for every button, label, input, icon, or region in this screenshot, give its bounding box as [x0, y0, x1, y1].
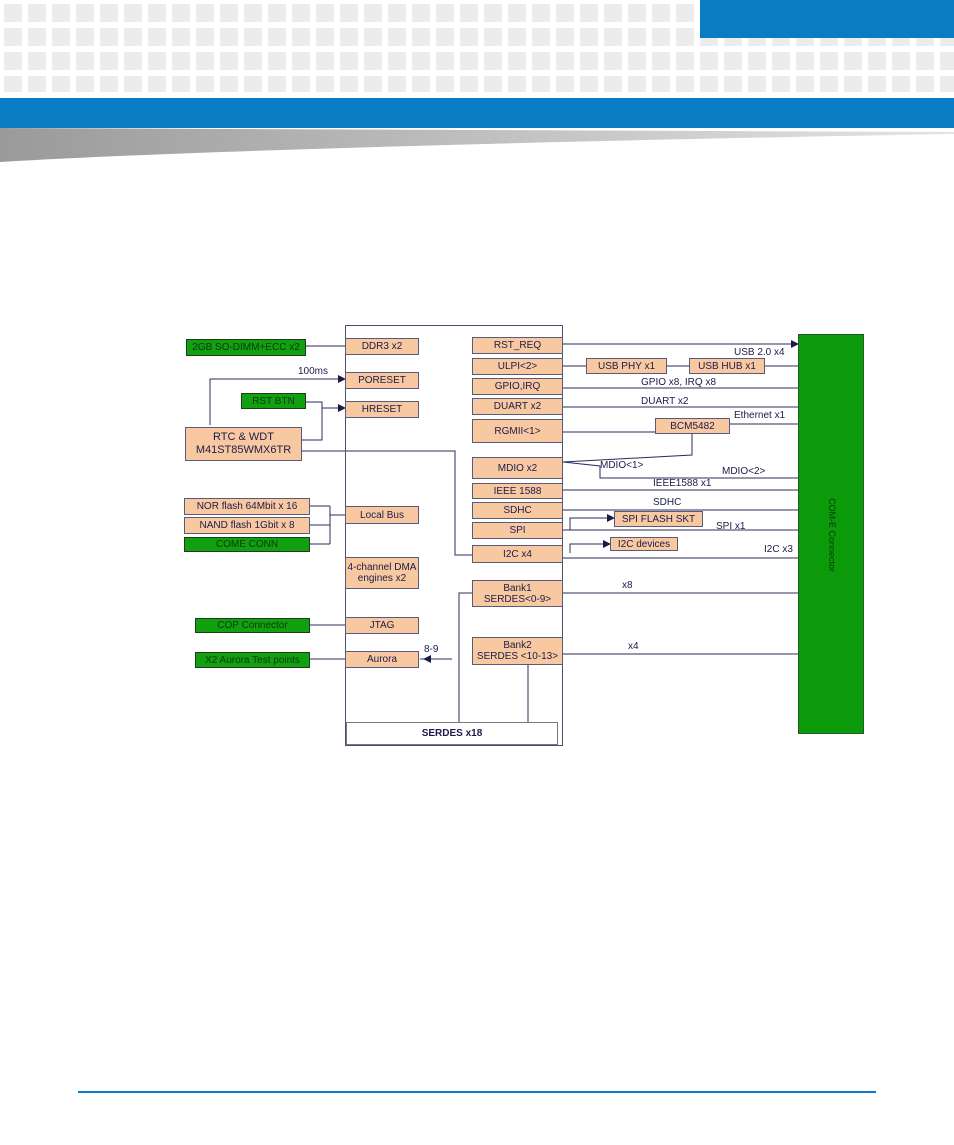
bcm5482-block: BCM5482 [655, 418, 730, 434]
nor-flash-block: NOR flash 64Mbit x 16 [184, 498, 310, 515]
i2c-devices-block: I2C devices [610, 537, 678, 551]
footer-rule [78, 1091, 876, 1093]
bank2-serdes-block: Bank2 SERDES <10-13> [472, 637, 563, 665]
nand-flash-block: NAND flash 1Gbit x 8 [184, 517, 310, 534]
rst-req-block: RST_REQ [472, 337, 563, 354]
bank1-serdes-block: Bank1 SERDES<0-9> [472, 580, 563, 607]
aurora-block: Aurora [345, 651, 419, 668]
rst-btn-block: RST BTN [241, 393, 306, 409]
label-usb: USB 2.0 x4 [734, 347, 785, 358]
poreset-block: PORESET [345, 372, 419, 389]
aurora-test-points-block: X2 Aurora Test points [195, 652, 310, 668]
header-bar [0, 98, 954, 128]
header-tab [700, 0, 954, 38]
serdes-x18-block: SERDES x18 [346, 722, 558, 745]
header-swoosh [0, 128, 954, 162]
cop-connector-block: COP Connector [195, 618, 310, 633]
ulpi-block: ULPI<2> [472, 358, 563, 375]
label-sdhc: SDHC [653, 497, 682, 508]
mdio-block: MDIO x2 [472, 457, 563, 479]
come-connector-block: COM-E Connector [798, 334, 864, 734]
ddr3-block: DDR3 x2 [345, 338, 419, 355]
label-100ms: 100ms [298, 366, 329, 377]
label-ethernet: Ethernet x1 [734, 410, 786, 421]
label-ieee: IEEE1588 x1 [653, 478, 712, 489]
label-aurora-lanes: 8-9 [424, 644, 439, 655]
rgmii-block: RGMII<1> [472, 419, 563, 443]
usb-hub-block: USB HUB x1 [689, 358, 765, 374]
label-duart: DUART x2 [641, 396, 689, 407]
duart-block: DUART x2 [472, 398, 563, 415]
i2c-block: I2C x4 [472, 545, 563, 563]
gpio-irq-block: GPIO,IRQ [472, 378, 563, 395]
label-i2c: I2C x3 [764, 544, 793, 555]
usb-phy-block: USB PHY x1 [586, 358, 667, 374]
label-gpio: GPIO x8, IRQ x8 [641, 377, 717, 388]
come-conn-block: COME CONN [184, 537, 310, 552]
come-connector-label: COM-E Connector [827, 497, 837, 573]
dma-block: 4-channel DMA engines x2 [345, 557, 419, 589]
label-mdio1: MDIO<1> [600, 460, 644, 471]
label-spi: SPI x1 [716, 521, 746, 532]
label-mdio2: MDIO<2> [722, 466, 766, 477]
label-x4: x4 [628, 641, 639, 652]
jtag-block: JTAG [345, 617, 419, 634]
local-bus-block: Local Bus [345, 506, 419, 524]
hreset-block: HRESET [345, 401, 419, 418]
rtc-wdt-block: RTC & WDT M41ST85WMX6TR [185, 427, 302, 461]
sdhc-block: SDHC [472, 502, 563, 519]
label-x8: x8 [622, 580, 633, 591]
sodimm-block: 2GB SO-DIMM+ECC x2 [186, 339, 306, 356]
spi-block: SPI [472, 522, 563, 539]
ieee1588-block: IEEE 1588 [472, 483, 563, 499]
spi-flash-skt-block: SPI FLASH SKT [614, 511, 703, 527]
